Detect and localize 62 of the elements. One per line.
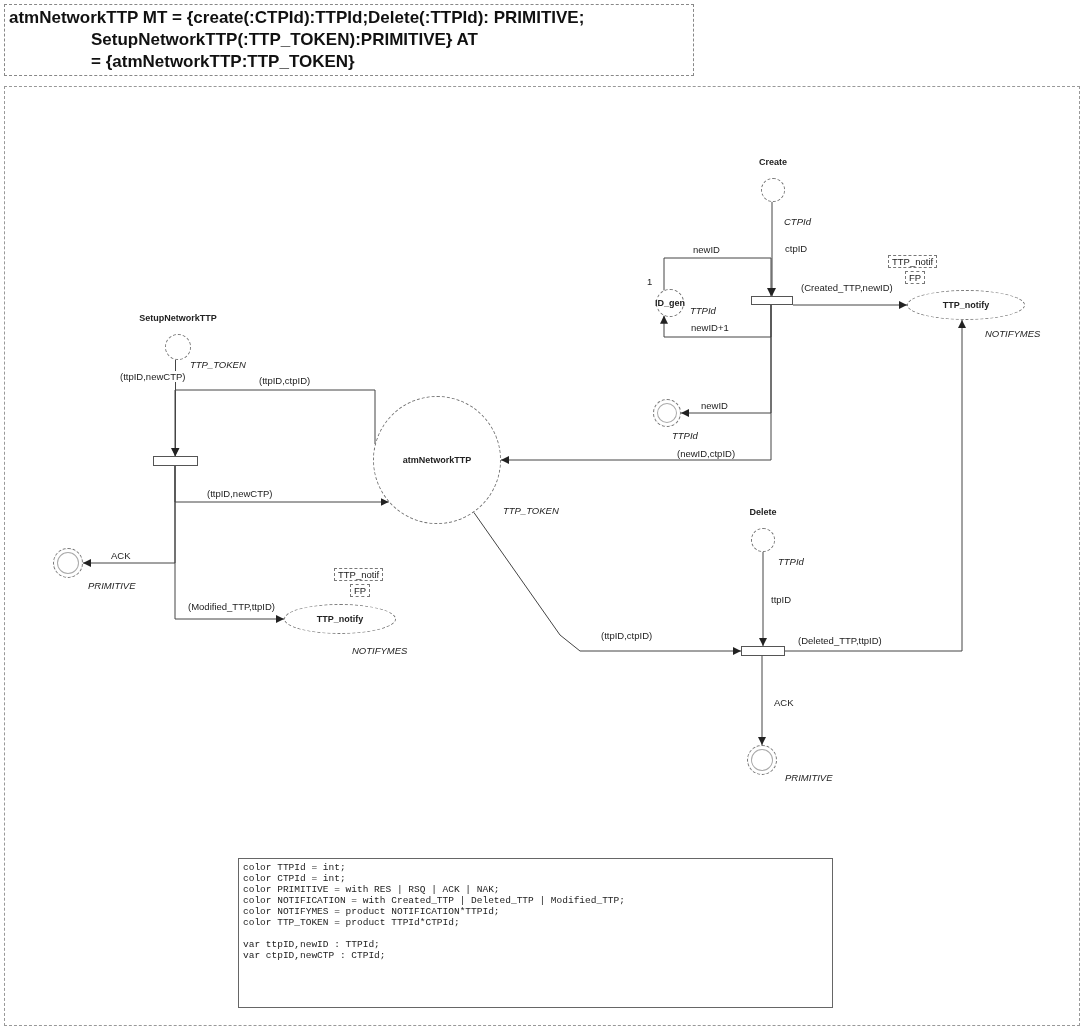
arc-inscription: newID [692,244,721,255]
color-set-label: TTP_TOKEN [503,505,559,516]
color-set-label: PRIMITIVE [785,772,833,783]
output-place-circle [653,399,681,427]
arc-arrow [758,655,766,746]
arc-arrow [663,257,775,297]
place-name: ID_gen [655,298,685,308]
arc-inscription: (ttpID,ctpID) [258,375,312,386]
code-line: var ttpID,newID : TTPId; [243,939,381,950]
initial-marking: 1 [647,276,653,287]
code-line: color NOTIFYMES = product NOTIFICATION*TTPId; [243,906,501,917]
arc-arrow [792,301,908,309]
color-set-label: TTPId [690,305,716,316]
arc-arrow [759,551,767,647]
arc-inscription: newID [700,400,729,411]
declarations-box [238,858,833,1008]
color-set-label: NOTIFYMES [985,328,1041,339]
place-name: atmNetworkTTP [402,455,472,465]
arc-inscription: (Created_TTP,newID) [800,282,894,293]
annotation-box: TTP_notif [888,255,938,268]
arc-arrow [174,465,285,623]
transition-bar [153,456,198,466]
code-line: color TTP_TOKEN = product TTPId*CTPId; [243,917,461,928]
code-line: color TTPId = int; [243,862,347,873]
transition-bar [741,646,785,656]
color-set-label: TTPId [778,556,804,567]
code-line: var ctpID,newCTP : CTPId; [243,950,387,961]
transition-bar [751,296,793,305]
arc-inscription: ACK [110,550,132,561]
place-name: TTP_notify [316,614,364,624]
code-line: color NOTIFICATION = with Created_TTP | Deleted_TTP | Modified_TTP; [243,895,626,906]
arc-inscription: (newID,ctpID) [676,448,737,459]
code-line: color PRIMITIVE = with RES | RSQ | ACK | NAK; [243,884,501,895]
color-set-label: CTPId [784,216,811,227]
arc-arrow [171,389,376,457]
annotation-box: FP [350,584,371,597]
arc-inscription: (ttpID,newCTP) [119,371,187,382]
place-name: Create [759,157,787,167]
arc-arrow [784,319,966,652]
arc-arrow [500,304,772,464]
arc-inscription: ACK [773,697,795,708]
arc-inscription: ttpID [770,594,793,605]
place-name: SetupNetworkTTP [139,313,217,323]
output-place-circle [53,548,83,578]
code-line: color CTPId = int; [243,873,347,884]
header-text: atmNetworkTTP MT = {create(:CTPId):TTPId;Delete(:TTPId): PRIMITIVE; SetupNetworkTTP(:TTP_TOKEN):PRIMITIVE} AT = {atmNetworkTTP:TTP_TOKEN} [4,4,694,76]
color-set-label: TTP_TOKEN [190,359,246,370]
arc-inscription: (ttpID,newCTP) [206,488,274,499]
arc-inscription: (Deleted_TTP,ttpID) [797,635,883,646]
color-set-label: PRIMITIVE [88,580,136,591]
arc-inscription: (ttpID,ctpID) [600,630,654,641]
place-name: TTP_notify [942,300,990,310]
arc-arrow [473,511,742,655]
arc-inscription: (Modified_TTP,ttpID) [187,601,276,612]
arc-inscription: newID+1 [690,322,730,333]
arc-inscription: ctpID [784,243,809,254]
color-set-label: NOTIFYMES [352,645,408,656]
color-set-label: TTPId [672,430,698,441]
annotation-box: FP [905,271,926,284]
place-name: Delete [749,507,777,517]
annotation-box: TTP_notif [334,568,384,581]
output-place-circle [747,745,777,775]
